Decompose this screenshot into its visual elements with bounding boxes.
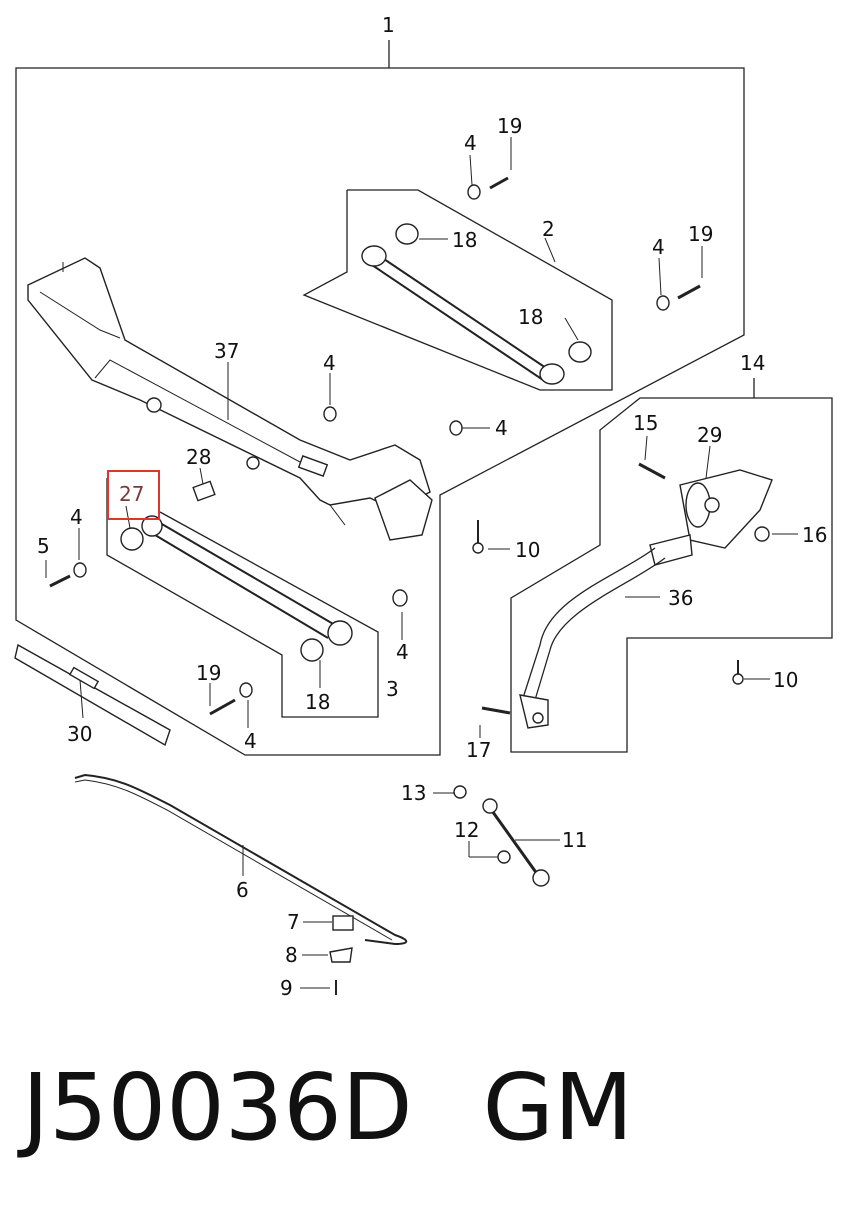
callout-18-a: 18 [452,228,477,252]
callout-37: 37 [214,339,239,363]
callout-4-a: 4 [464,131,477,155]
fasteners [49,176,770,716]
callout-36: 36 [668,586,693,610]
frame-group-2 [302,189,613,391]
highlight-box-27 [107,470,160,520]
callout-10-b: 10 [773,668,798,692]
callout-10-a: 10 [515,538,540,562]
frame-group-14 [510,378,833,753]
part-number: J50036D [22,1054,413,1161]
callout-18-c: 18 [305,690,330,714]
crossmember [27,257,433,541]
trailing-arm [519,469,773,729]
callout-9: 9 [280,976,293,1000]
callout-3: 3 [386,677,399,701]
stabilizer-link [453,785,550,887]
leader-lines [45,137,798,989]
callout-27: 27 [119,482,144,506]
callout-7: 7 [287,910,300,934]
stabilizer-bar [74,773,408,995]
bracket [14,643,171,747]
frame-group-3 [106,478,379,718]
callout-labels: 1 19 4 2 18 4 19 18 37 4 14 4 15 29 28 2… [37,13,827,1000]
callout-4-c: 4 [323,351,336,375]
callout-5: 5 [37,534,50,558]
callout-6: 6 [236,878,249,902]
frame-group-1 [15,40,745,756]
callout-30: 30 [67,722,92,746]
upper-control-arm [361,223,592,385]
callout-17: 17 [466,738,491,762]
callout-13: 13 [401,781,426,805]
brand: GM [482,1054,634,1161]
callout-18-b: 18 [518,305,543,329]
parts-diagram: 1 19 4 2 18 4 19 18 37 4 14 4 15 29 28 2… [14,13,833,1000]
callout-19-b: 19 [688,222,713,246]
callout-11: 11 [562,828,587,852]
callout-4-d: 4 [495,416,508,440]
callout-12: 12 [454,818,479,842]
callout-4-f: 4 [396,640,409,664]
callout-16: 16 [802,523,827,547]
callout-1: 1 [382,13,395,37]
callout-29: 29 [697,423,722,447]
lower-control-arm [120,515,353,662]
callout-19-a: 19 [497,114,522,138]
callout-8: 8 [285,943,298,967]
callout-4-b: 4 [652,235,665,259]
callout-4-e: 4 [70,505,83,529]
callout-15: 15 [633,411,658,435]
callout-2: 2 [542,217,555,241]
callout-28: 28 [186,445,211,469]
callout-14: 14 [740,351,765,375]
callout-19-c: 19 [196,661,221,685]
callout-4-g: 4 [244,729,257,753]
